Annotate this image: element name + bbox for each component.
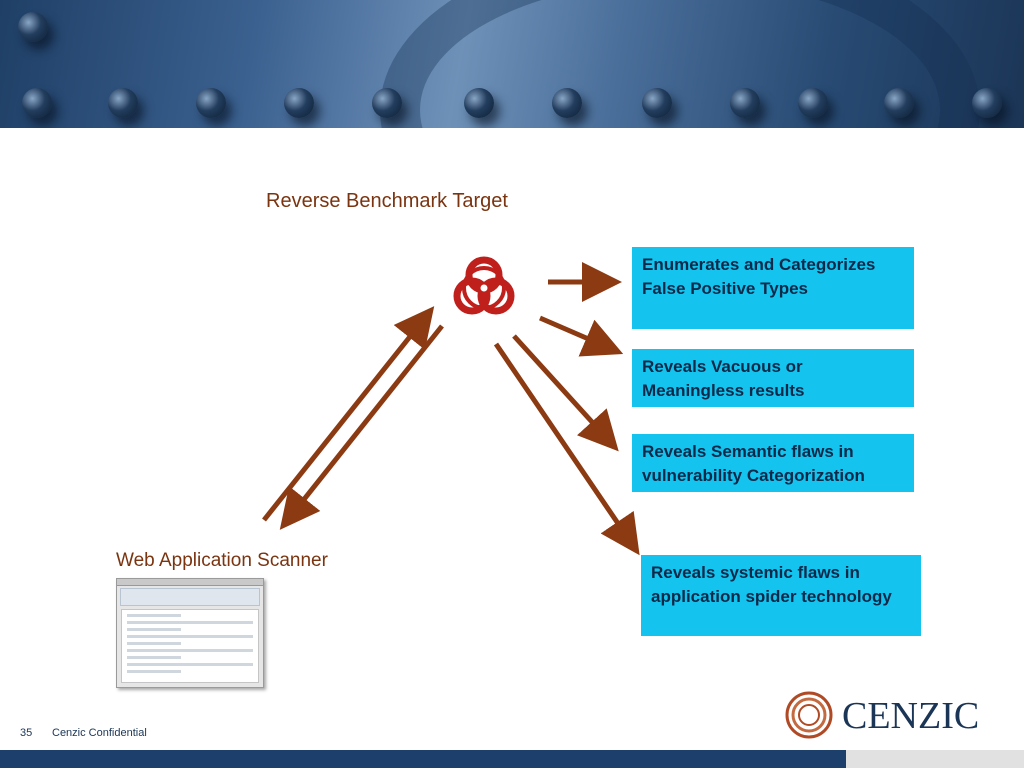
thumbnail-row	[127, 642, 182, 645]
rivet-icon	[972, 88, 1002, 118]
thumbnail-row	[127, 628, 182, 631]
scanner-label: Web Application Scanner	[116, 550, 328, 571]
thumbnail-row	[127, 621, 253, 624]
arrow-to-semantic	[512, 334, 619, 452]
outcome-box-false-positives: Enumerates and Categorizes False Positiv…	[632, 247, 914, 329]
confidential-label: Cenzic Confidential	[52, 727, 147, 739]
rivet-icon	[464, 88, 494, 118]
rivet-icon	[22, 88, 52, 118]
rivet-icon	[18, 12, 48, 42]
page-number: 35	[20, 727, 33, 739]
header-banner	[0, 0, 1024, 128]
thumbnail-titlebar	[117, 579, 263, 586]
thumbnail-panel	[121, 609, 259, 683]
scanner-screenshot-thumbnail	[116, 578, 264, 688]
rivet-icon	[642, 88, 672, 118]
arrow-to-vacuous	[539, 315, 624, 357]
thumbnail-row	[127, 649, 253, 652]
outcome-box-semantic-flaws: Reveals Semantic flaws in vulnerability …	[632, 434, 914, 492]
thumbnail-row	[127, 614, 182, 617]
footer-bar	[0, 750, 846, 768]
rivet-icon	[372, 88, 402, 118]
diagram-title: Reverse Benchmark Target	[266, 190, 508, 212]
arrow-to-spider	[493, 342, 640, 556]
thumbnail-navbar	[120, 588, 260, 606]
thumbnail-row	[127, 656, 182, 659]
rivet-icon	[552, 88, 582, 118]
thumbnail-row	[127, 670, 182, 673]
thumbnail-row	[127, 635, 253, 638]
cenzic-logo-text: CENZIC	[842, 695, 980, 737]
rivet-icon	[284, 88, 314, 118]
cenzic-logo-icon	[785, 691, 833, 739]
rivet-icon	[884, 88, 914, 118]
rivet-icon	[108, 88, 138, 118]
biohazard-icon	[453, 256, 515, 315]
arrow-scanner-to-target	[262, 306, 435, 522]
outcome-box-spider-flaws: Reveals systemic flaws in application sp…	[641, 555, 921, 636]
rivet-icon	[730, 88, 760, 118]
rivet-icon	[798, 88, 828, 118]
rivet-icon	[196, 88, 226, 118]
arrow-target-to-scanner	[279, 324, 444, 530]
footer-bar-right	[846, 750, 1024, 768]
thumbnail-row	[127, 663, 253, 666]
outcome-box-vacuous-results: Reveals Vacuous or Meaningless results	[632, 349, 914, 407]
